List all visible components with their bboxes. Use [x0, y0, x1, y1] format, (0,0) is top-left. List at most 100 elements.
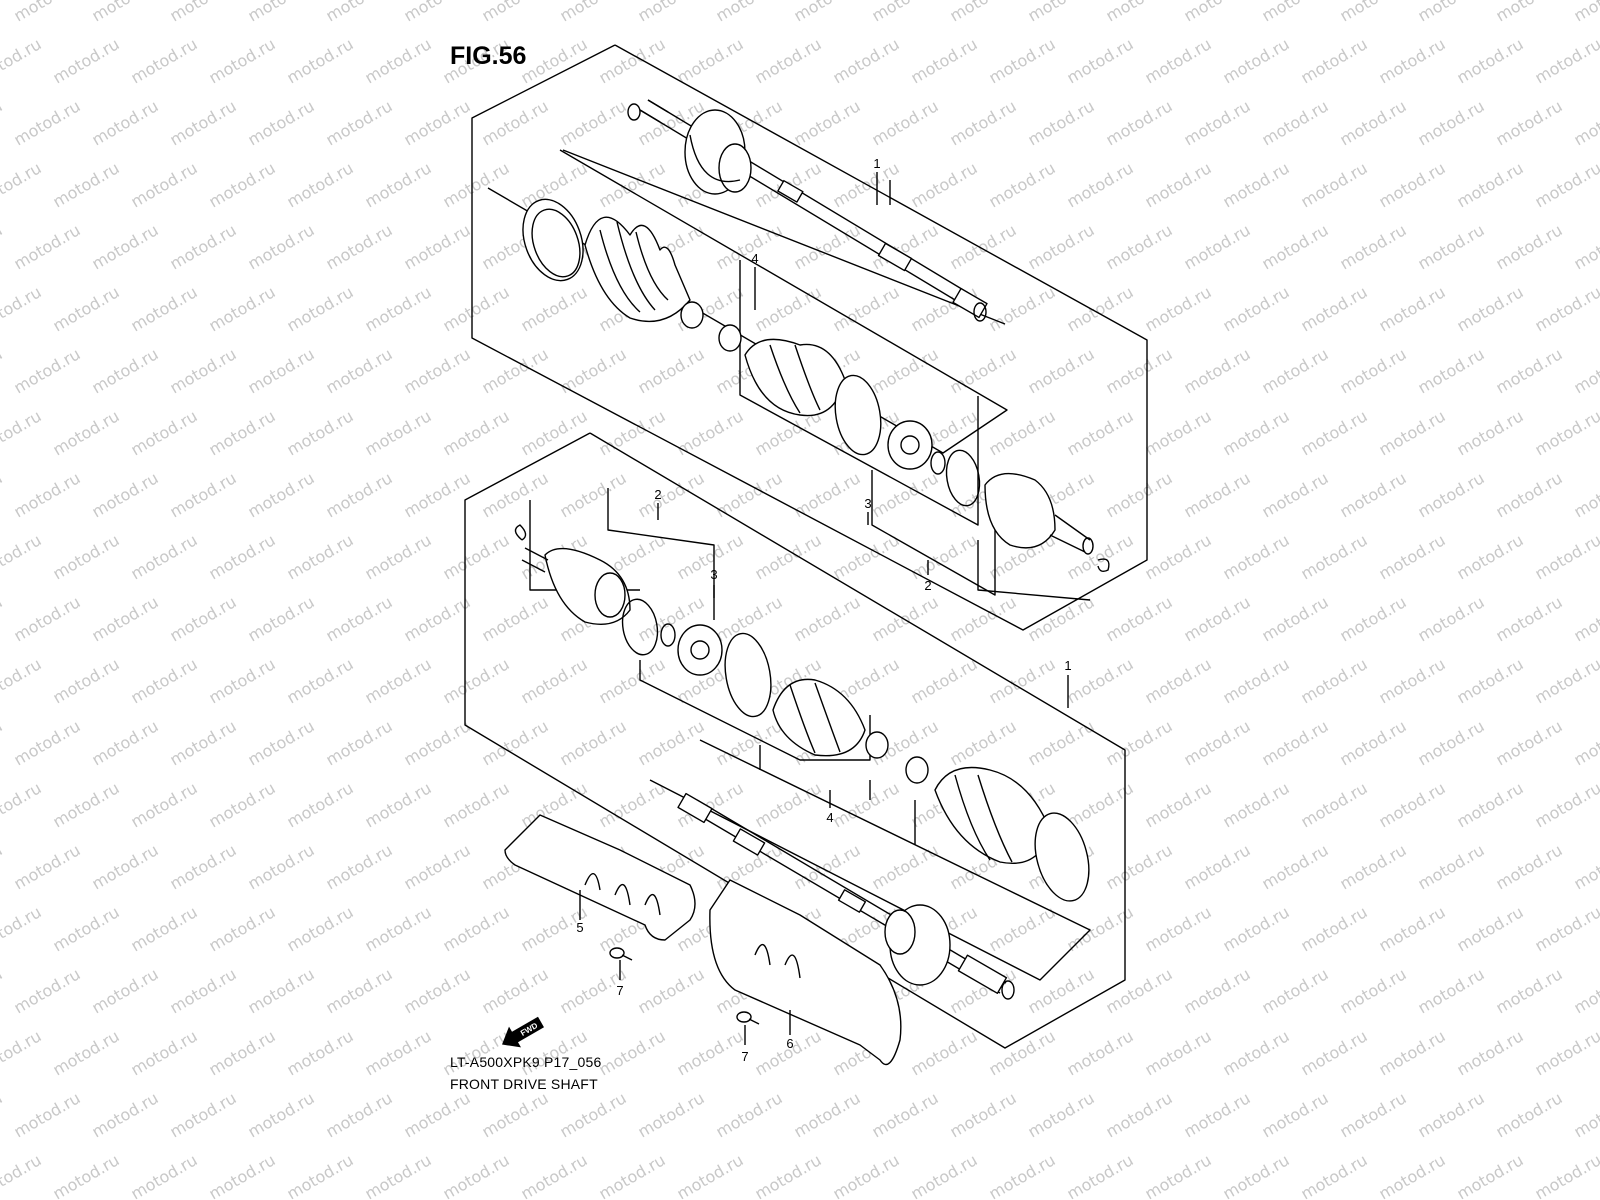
watermark-text: motod.ru [0, 344, 6, 397]
watermark-text: motod.ru [284, 282, 357, 335]
watermark-text: motod.ru [0, 592, 6, 645]
watermark-text: motod.ru [1142, 654, 1215, 707]
watermark-text: motod.ru [635, 716, 708, 769]
watermark-text: motod.ru [479, 344, 552, 397]
watermark-text: motod.ru [401, 220, 474, 273]
watermark-text: motod.ru [167, 964, 240, 1017]
watermark-text: motod.ru [596, 778, 669, 831]
watermark-text: motod.ru [284, 1150, 357, 1200]
watermark-text: motod.ru [1532, 654, 1600, 707]
watermark-text: motod.ru [89, 220, 162, 273]
watermark-text: motod.ru [11, 468, 84, 521]
watermark-text: motod.ru [752, 1150, 825, 1200]
watermark-text: motod.ru [518, 654, 591, 707]
watermark-text: motod.ru [1415, 840, 1488, 893]
watermark-text: motod.ru [791, 220, 864, 273]
watermark-text: motod.ru [791, 592, 864, 645]
watermark-text: motod.ru [479, 0, 552, 25]
watermark-text: motod.ru [1298, 1026, 1371, 1079]
watermark-text: motod.ru [1571, 344, 1600, 397]
watermark-text: motod.ru [440, 1026, 513, 1079]
watermark-text: motod.ru [1493, 96, 1566, 149]
watermark-text: motod.ru [1298, 654, 1371, 707]
watermark-text: motod.ru [1493, 840, 1566, 893]
watermark-text: motod.ru [323, 468, 396, 521]
watermark-text: motod.ru [713, 468, 786, 521]
callout: 3 [864, 496, 871, 511]
watermark-text: motod.ru [908, 34, 981, 87]
watermark-text: motod.ru [50, 34, 123, 87]
watermark-text: motod.ru [323, 220, 396, 273]
watermark-text: motod.ru [206, 158, 279, 211]
callout: 4 [751, 251, 758, 266]
watermark-text: motod.ru [1415, 0, 1488, 25]
watermark-text: motod.ru [1298, 778, 1371, 831]
watermark-text: motod.ru [323, 840, 396, 893]
watermark-text: motod.ru [1181, 344, 1254, 397]
watermark-text: motod.ru [1142, 530, 1215, 583]
watermark-text: motod.ru [635, 0, 708, 25]
watermark-text: motod.ru [128, 406, 201, 459]
watermark-text: motod.ru [11, 964, 84, 1017]
watermark-text: motod.ru [596, 34, 669, 87]
watermark-text: motod.ru [245, 840, 318, 893]
watermark-text: motod.ru [206, 406, 279, 459]
watermark-text: motod.ru [752, 1026, 825, 1079]
watermark-text: motod.ru [1415, 716, 1488, 769]
watermark-text: motod.ru [1103, 0, 1176, 25]
watermark-text: motod.ru [1493, 344, 1566, 397]
watermark-text: motod.ru [869, 840, 942, 893]
watermark-text: motod.ru [1259, 1088, 1332, 1141]
watermark-text: motod.ru [1220, 406, 1293, 459]
watermark-text: motod.ru [1454, 654, 1527, 707]
watermark-text: motod.ru [1532, 902, 1600, 955]
watermark-text: motod.ru [1142, 406, 1215, 459]
watermark-text: motod.ru [1220, 158, 1293, 211]
watermark-text: motod.ru [401, 716, 474, 769]
watermark-text: motod.ru [50, 282, 123, 335]
watermark-text: motod.ru [128, 282, 201, 335]
watermark-text: motod.ru [1103, 344, 1176, 397]
watermark-text: motod.ru [596, 1150, 669, 1200]
watermark-text: motod.ru [1493, 0, 1566, 25]
watermark-text: motod.ru [830, 778, 903, 831]
watermark-text: motod.ru [479, 592, 552, 645]
watermark-text: motod.ru [0, 530, 45, 583]
watermark-text: motod.ru [635, 964, 708, 1017]
watermark-text: motod.ru [245, 716, 318, 769]
watermark-text: motod.ru [1532, 1150, 1600, 1200]
watermark-text: motod.ru [89, 96, 162, 149]
lower-boot-kit [514, 524, 1090, 902]
watermark-text: motod.ru [986, 158, 1059, 211]
watermark-text: motod.ru [1337, 964, 1410, 1017]
watermark-text: motod.ru [1142, 1026, 1215, 1079]
watermark-text: motod.ru [206, 1150, 279, 1200]
watermark-text: motod.ru [1103, 964, 1176, 1017]
watermark-text: motod.ru [323, 964, 396, 1017]
watermark-text: motod.ru [1259, 468, 1332, 521]
watermark-text: motod.ru [908, 158, 981, 211]
watermark-text: motod.ru [440, 406, 513, 459]
watermark-text: motod.ru [1181, 964, 1254, 1017]
watermark-text: motod.ru [401, 0, 474, 25]
watermark-text: motod.ru [1337, 840, 1410, 893]
watermark-text: motod.ru [518, 282, 591, 335]
watermark-text: motod.ru [986, 902, 1059, 955]
watermark-text: motod.ru [1181, 1088, 1254, 1141]
watermark-text: motod.ru [479, 96, 552, 149]
watermark-text: motod.ru [0, 654, 45, 707]
watermark-text: motod.ru [596, 406, 669, 459]
watermark-text: motod.ru [1493, 716, 1566, 769]
watermark-text: motod.ru [1376, 158, 1449, 211]
watermark-text: motod.ru [1064, 158, 1137, 211]
watermark-text: motod.ru [1571, 0, 1600, 25]
watermark-text: motod.ru [245, 344, 318, 397]
watermark-text: motod.ru [1298, 530, 1371, 583]
watermark-text: motod.ru [1220, 34, 1293, 87]
watermark-text: motod.ru [1103, 468, 1176, 521]
watermark-text: motod.ru [1181, 840, 1254, 893]
watermark-text: motod.ru [1025, 220, 1098, 273]
watermark-text: motod.ru [674, 34, 747, 87]
watermark-text: motod.ru [245, 96, 318, 149]
